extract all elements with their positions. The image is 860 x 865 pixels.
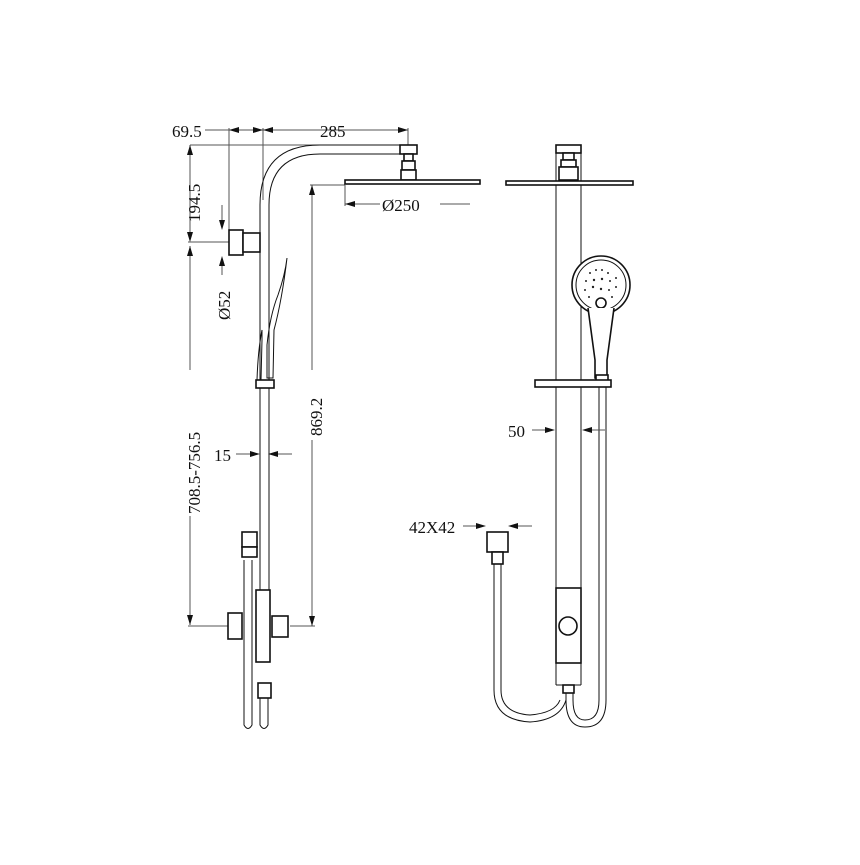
wall-bracket-side (228, 229, 261, 256)
dimension-bracket: Ø52 (215, 205, 234, 320)
dimension-arm-drop: 194.5 (185, 144, 400, 243)
bottom-outlet-side (227, 531, 289, 729)
dim-arm-offset-label: 69.5 (172, 122, 202, 141)
dimension-rail-width: 50 (508, 422, 605, 441)
dim-overall-height-label: 869.2 (307, 398, 326, 436)
hand-shower-side (255, 257, 288, 389)
hand-shower-front (571, 255, 631, 382)
dimension-height-range: 708.5-756.5 (180, 246, 228, 627)
dim-rail-diameter-label: 15 (214, 446, 231, 465)
diverter-front (555, 587, 582, 694)
rain-head-front (505, 144, 634, 186)
rain-head-side (344, 153, 481, 185)
dimension-head-diameter: Ø250 (344, 185, 470, 215)
dim-bracket-diameter-label: Ø52 (215, 291, 234, 320)
dimension-outlet: 42X42 (409, 518, 532, 537)
dimension-arm-length: 69.5 285 (172, 122, 409, 240)
dim-head-diameter-label: Ø250 (382, 196, 420, 215)
dim-outlet-label: 42X42 (409, 518, 455, 537)
dim-height-range-label: 708.5-756.5 (185, 432, 204, 514)
dimension-overall-height: 869.2 (290, 184, 345, 627)
shower-arm (259, 144, 418, 630)
dim-arm-length-label: 285 (320, 122, 346, 141)
dim-rail-width-label: 50 (508, 422, 525, 441)
front-view: 50 42X42 (409, 144, 634, 728)
dimension-rail-diameter: 15 (214, 446, 292, 465)
hose-right (572, 387, 600, 721)
dim-arm-drop-label: 194.5 (185, 184, 204, 222)
side-view: 69.5 285 194.5 Ø52 708.5-756.5 (172, 122, 481, 729)
slider-bar (534, 379, 612, 388)
wall-outlet-front (486, 531, 567, 723)
